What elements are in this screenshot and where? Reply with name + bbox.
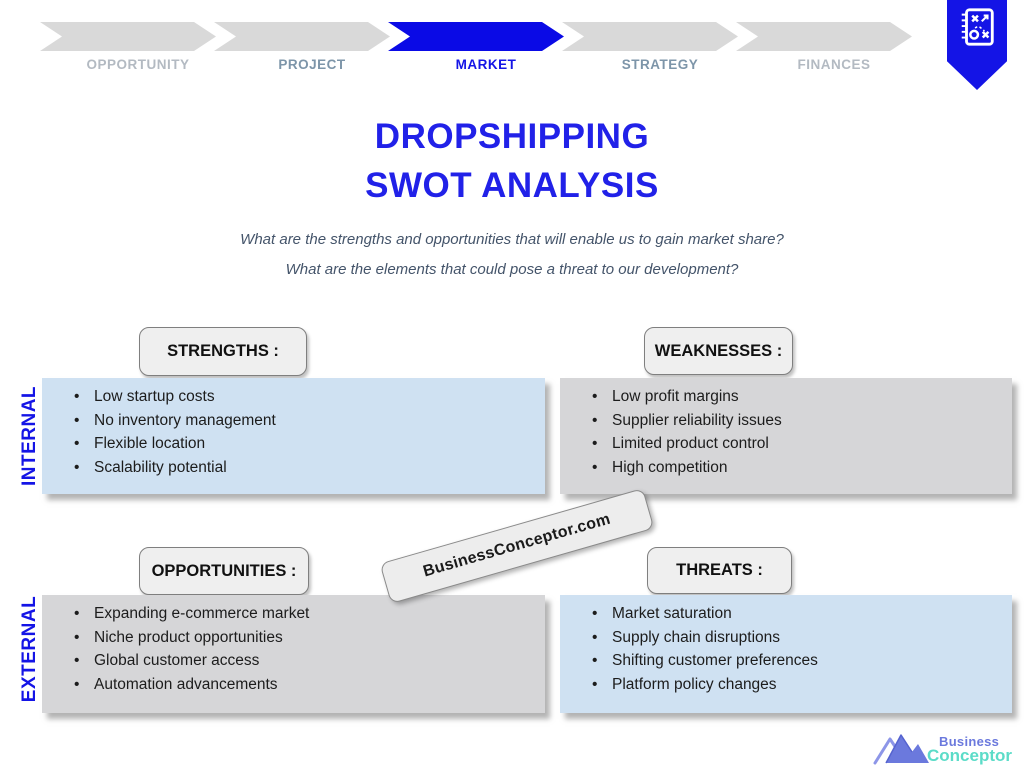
opportunities-list: Expanding e-commerce marketNiche product…	[42, 595, 545, 696]
bullet-item: No inventory management	[42, 409, 535, 433]
threats-header-button[interactable]: THREATS :	[647, 547, 792, 594]
strengths-header-button[interactable]: STRENGTHS :	[139, 327, 307, 376]
nav-arrow-project[interactable]	[214, 22, 390, 51]
nav-arrow-finances[interactable]	[736, 22, 912, 51]
bullet-item: High competition	[560, 456, 1002, 480]
bullet-item: Limited product control	[560, 432, 1002, 456]
strengths-box: Low startup costsNo inventory management…	[42, 378, 545, 494]
subtitle-question-2: What are the elements that could pose a …	[285, 261, 739, 278]
bullet-item: Automation advancements	[42, 673, 535, 697]
brand-logo: Business Conceptor	[871, 730, 1012, 766]
nav-label-market[interactable]: MARKET	[455, 57, 517, 72]
bullet-item: Scalability potential	[42, 456, 535, 480]
weaknesses-box: Low profit marginsSupplier reliability i…	[560, 378, 1012, 494]
bullet-item: Low profit margins	[560, 385, 1002, 409]
nav-arrow-strategy[interactable]	[562, 22, 738, 51]
bullet-item: Low startup costs	[42, 385, 535, 409]
weaknesses-header-button[interactable]: WEAKNESSES :	[644, 327, 793, 375]
row-label-internal: INTERNAL	[19, 385, 40, 487]
bullet-item: Global customer access	[42, 649, 535, 673]
nav-label-project[interactable]: PROJECT	[278, 57, 346, 72]
nav-label-strategy[interactable]: STRATEGY	[621, 57, 699, 72]
mountains-logo-icon	[873, 734, 929, 765]
logo-word-conceptor: Conceptor	[927, 746, 1012, 765]
opportunities-box: Expanding e-commerce marketNiche product…	[42, 595, 545, 713]
bullet-item: Niche product opportunities	[42, 626, 535, 650]
threats-box: Market saturationSupply chain disruption…	[560, 595, 1012, 713]
bullet-item: Flexible location	[42, 432, 535, 456]
nav-label-finances[interactable]: FINANCES	[797, 57, 871, 72]
row-label-external: EXTERNAL	[19, 595, 40, 703]
title-line-1: DROPSHIPPING	[374, 117, 650, 156]
weaknesses-list: Low profit marginsSupplier reliability i…	[560, 378, 1012, 479]
nav-arrow-market[interactable]	[388, 22, 564, 51]
bullet-item: Expanding e-commerce market	[42, 602, 535, 626]
logo-word-business: Business	[939, 734, 1000, 749]
page-title: DROPSHIPPING SWOT ANALYSIS	[0, 112, 1024, 210]
threats-list: Market saturationSupply chain disruption…	[560, 595, 1012, 696]
bullet-item: Market saturation	[560, 602, 1002, 626]
nav-arrow-opportunity[interactable]	[40, 22, 216, 51]
bullet-item: Supplier reliability issues	[560, 409, 1002, 433]
bullet-item: Supply chain disruptions	[560, 626, 1002, 650]
nav-label-opportunity[interactable]: OPPORTUNITY	[86, 57, 190, 72]
bullet-item: Platform policy changes	[560, 673, 1002, 697]
opportunities-header-button[interactable]: OPPORTUNITIES :	[139, 547, 309, 595]
title-line-2: SWOT ANALYSIS	[365, 166, 659, 205]
bullet-item: Shifting customer preferences	[560, 649, 1002, 673]
tactics-board-icon	[961, 8, 994, 46]
watermark-badge: BusinessConceptor.com	[379, 488, 655, 604]
strengths-list: Low startup costsNo inventory management…	[42, 378, 545, 479]
subtitle-question-1: What are the strengths and opportunities…	[240, 231, 784, 248]
strategy-tactics-bookmark-icon	[947, 0, 1007, 90]
